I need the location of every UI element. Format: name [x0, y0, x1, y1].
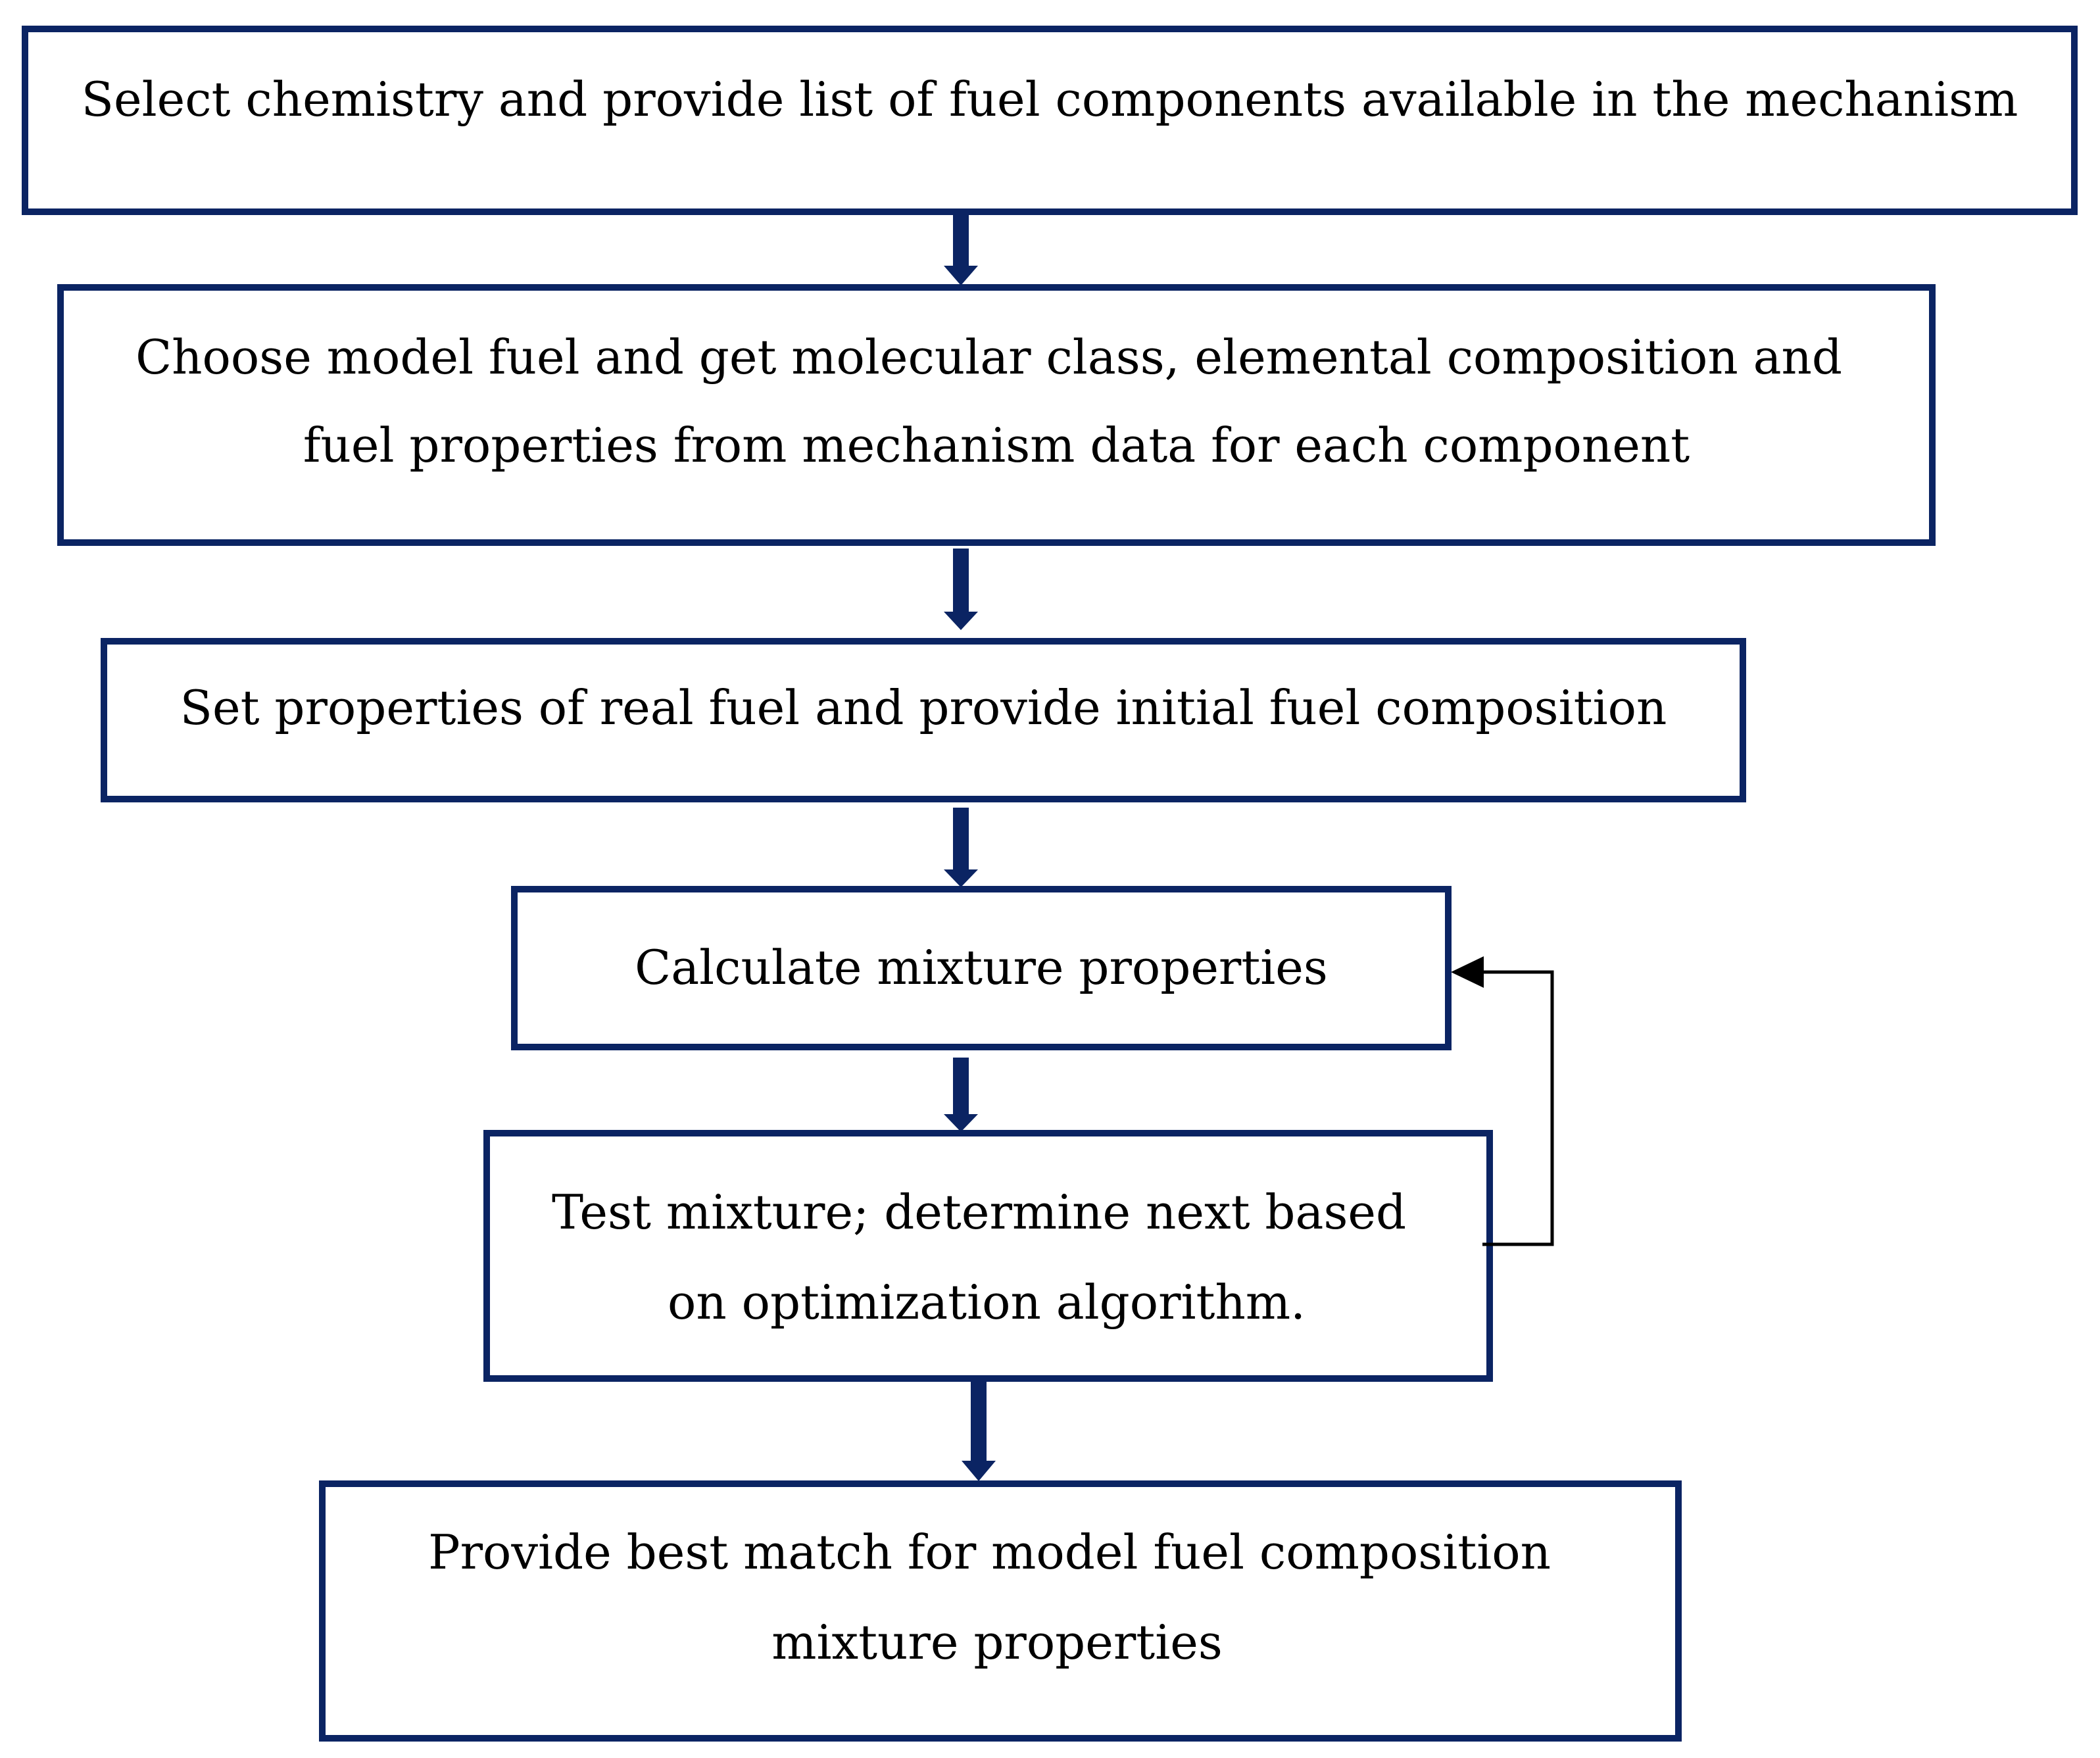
step-2-text: Choose model fuel and get molecular clas…	[135, 330, 1857, 473]
feedback-loop-arrow	[1451, 956, 1554, 1246]
flow-arrow-5-to-6	[962, 1382, 996, 1481]
flow-arrow-1-to-2	[944, 214, 978, 285]
step-box-5	[483, 1130, 1493, 1382]
step-box-4	[511, 886, 1452, 1050]
step-1-text: Select chemistry and provide list of fue…	[82, 72, 2018, 127]
step-box-1	[22, 26, 2078, 215]
step-5-line-1: Test mixture; determine next based	[552, 1184, 1406, 1240]
flow-arrow-3-to-4	[944, 808, 978, 887]
step-1-line-1: Select chemistry and provide list of fue…	[82, 72, 2018, 127]
step-box-6	[319, 1480, 1682, 1742]
step-5-line-2: on optimization algorithm.	[668, 1275, 1306, 1330]
step-box-3	[101, 638, 1746, 802]
step-5-text: Test mixture; determine next based on op…	[552, 1184, 1421, 1330]
step-6-line-2: mixture properties	[771, 1615, 1223, 1670]
step-6-line-1: Provide best match for model fuel compos…	[428, 1525, 1551, 1580]
step-2-line-1: Choose model fuel and get molecular clas…	[135, 330, 1842, 385]
step-2-line-2: fuel properties from mechanism data for …	[303, 418, 1690, 473]
step-4-line-1: Calculate mixture properties	[635, 940, 1328, 995]
step-4-text: Calculate mixture properties	[635, 940, 1328, 995]
step-box-2	[57, 284, 1936, 546]
step-3-line-1: Set properties of real fuel and provide …	[180, 680, 1667, 735]
step-6-text: Provide best match for model fuel compos…	[428, 1525, 1566, 1670]
flow-arrow-2-to-3	[944, 549, 978, 630]
flow-arrow-4-to-5	[944, 1058, 978, 1132]
step-3-text: Set properties of real fuel and provide …	[180, 680, 1667, 735]
